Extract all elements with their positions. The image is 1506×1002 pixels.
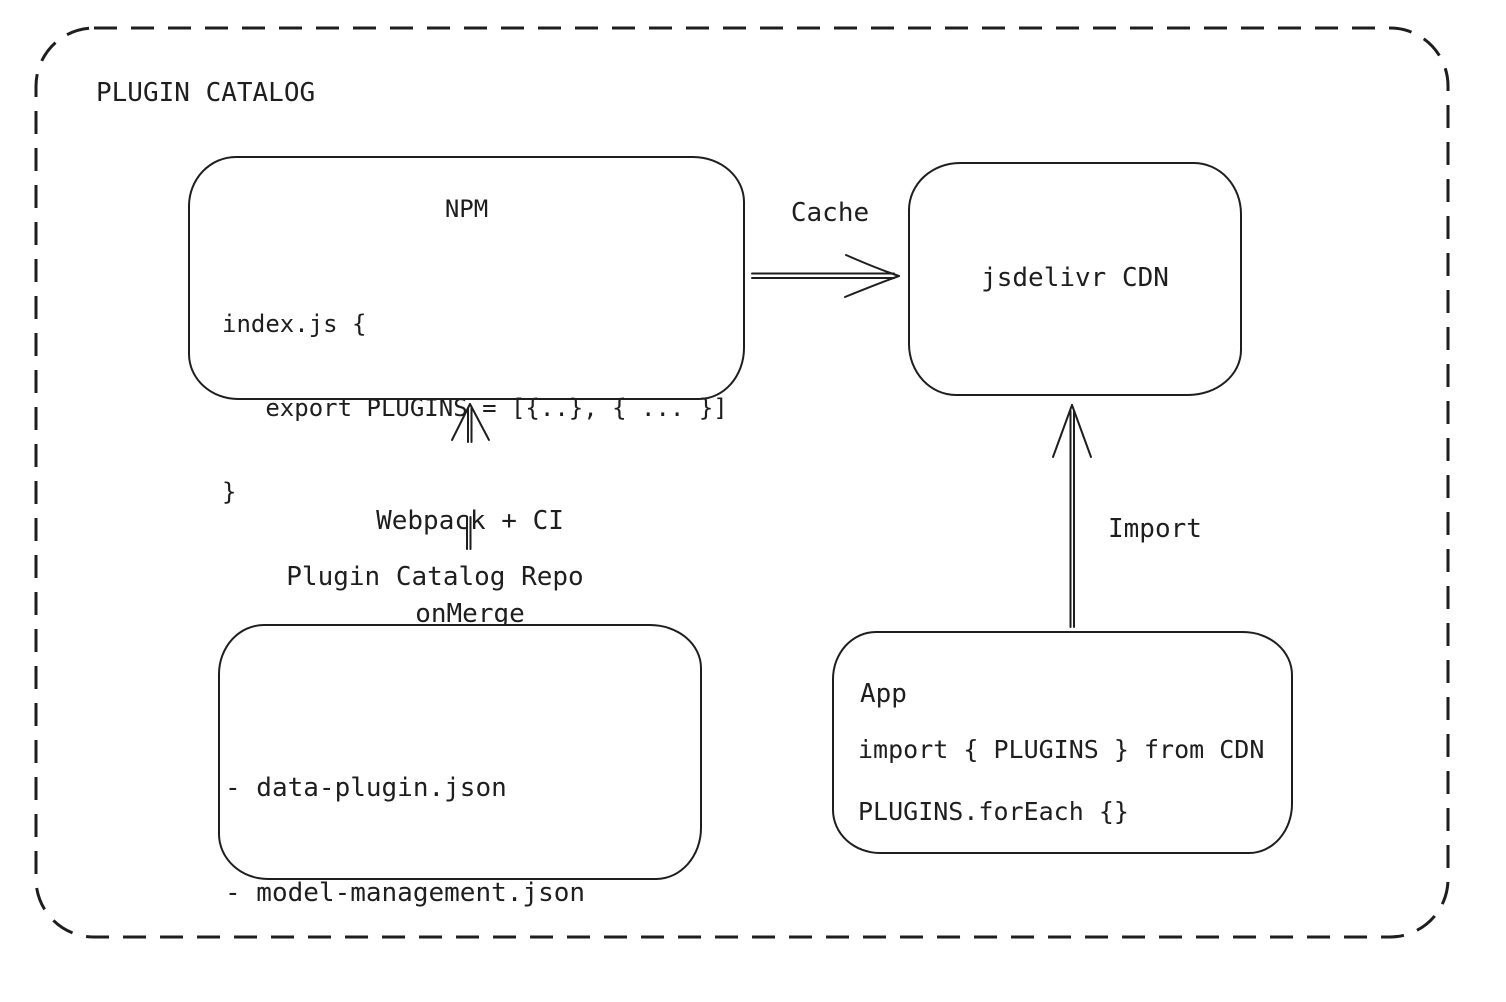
app-code-line: import { PLUGINS } from CDN (858, 735, 1265, 764)
npm-code-line: } (222, 478, 237, 506)
repo-node (218, 624, 702, 880)
repo-file-item: ... (225, 983, 272, 1002)
npm-code-line: export PLUGINS = [{..}, { ... }] (222, 394, 728, 422)
npm-code-line: index.js { (222, 310, 367, 338)
diagram-title: PLUGIN CATALOG (96, 78, 316, 108)
app-code-line: PLUGINS.forEach {} (858, 797, 1129, 826)
repo-file-item: - model-management.json (225, 878, 586, 908)
import-arrow (1052, 404, 1092, 628)
cdn-node (908, 162, 1242, 396)
cache-arrow (751, 254, 900, 298)
npm-node (188, 156, 745, 400)
repo-node-files: - data-plugin.json - model-management.js… (225, 701, 585, 1002)
npm-node-title: NPM (444, 195, 489, 223)
repo-file-item: - data-plugin.json (225, 773, 507, 803)
import-edge-label: Import (1108, 514, 1202, 544)
repo-node-label: Plugin Catalog Repo (286, 562, 584, 592)
npm-node-code: index.js { export PLUGINS = [{..}, { ...… (222, 254, 728, 562)
app-node-title: App (860, 679, 907, 709)
cdn-node-label: jsdelivr CDN (981, 263, 1169, 293)
app-node (832, 631, 1293, 854)
build-edge-label-line1: Webpack + CI (376, 506, 564, 536)
cache-edge-label: Cache (790, 198, 870, 228)
